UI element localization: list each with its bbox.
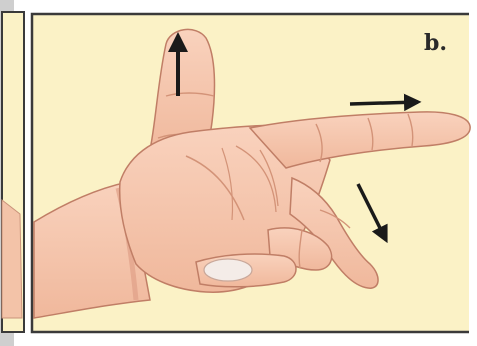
left-partial-panel [0, 0, 24, 346]
pinky-nail [204, 259, 252, 281]
panel-label: b. [424, 32, 447, 54]
index-finger-arrow [350, 102, 418, 104]
